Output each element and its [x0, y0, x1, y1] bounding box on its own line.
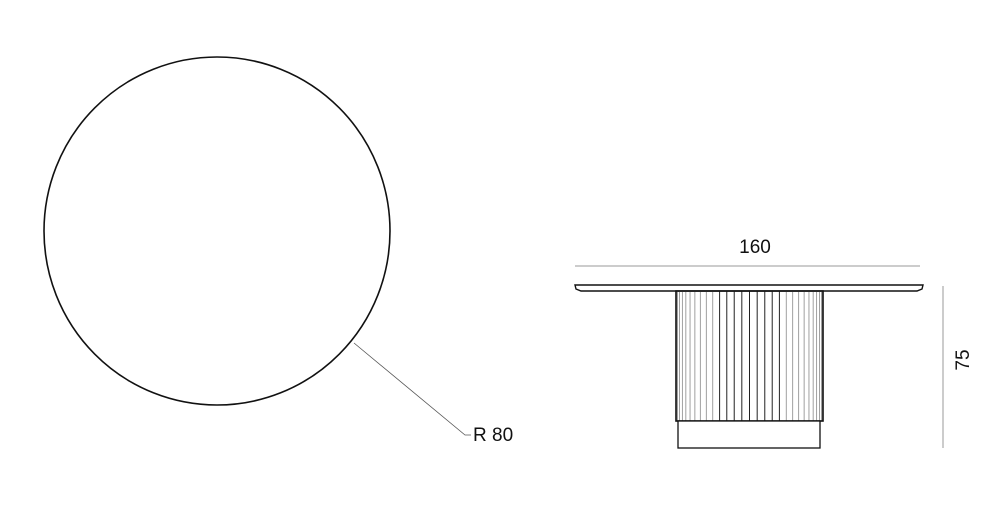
radius-label: R 80	[473, 425, 513, 446]
side-view: 160 75	[574, 237, 974, 449]
column-base	[677, 420, 821, 449]
top-view: R 80	[43, 56, 513, 446]
fluted-column	[676, 291, 823, 421]
height-label: 75	[953, 349, 974, 370]
width-label: 160	[739, 237, 771, 258]
tabletop-circle	[43, 56, 391, 406]
tabletop-side	[574, 284, 924, 292]
radius-leader-line	[353, 342, 471, 436]
